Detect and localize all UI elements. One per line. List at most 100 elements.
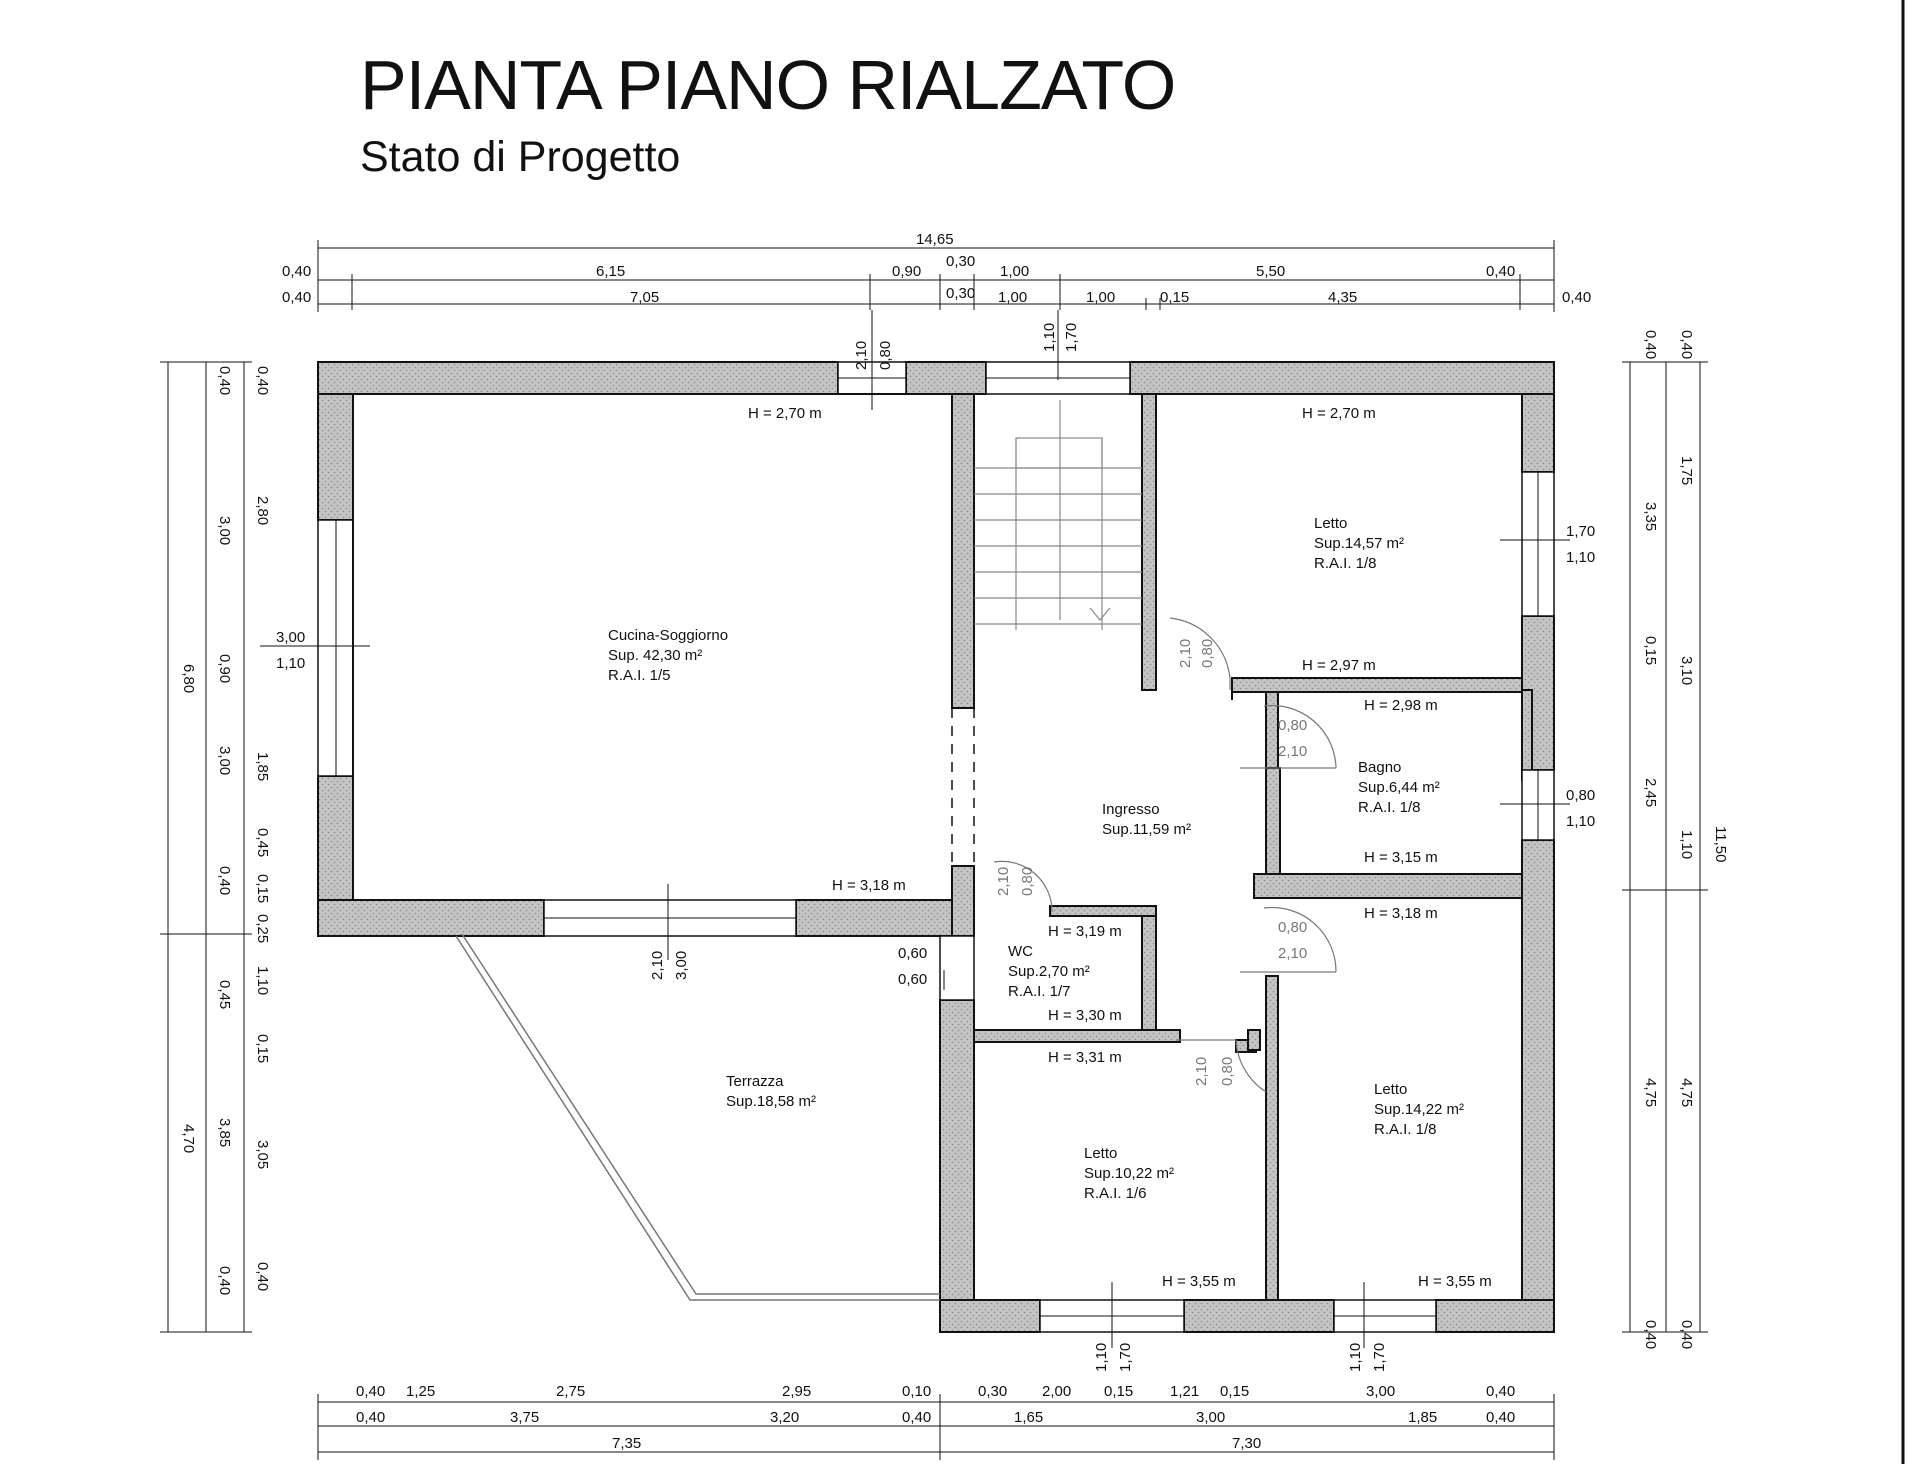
room-rai: R.A.I. 1/6	[1084, 1185, 1147, 1202]
dim-top-1: 0,40	[282, 263, 311, 280]
wall-bagno-left-up	[1265, 691, 1279, 773]
opening-w: 0,80	[1566, 787, 1595, 804]
windows	[317, 361, 1555, 1333]
opening-h: 2,10	[853, 341, 870, 370]
wall-letto-bagno	[1231, 677, 1523, 693]
dim-bottom-3: 7,30	[1232, 1435, 1261, 1452]
opening-labels: 0,80 2,10 1,70 1,10 3,00 1,10 1,70 1,10 …	[276, 323, 1595, 1372]
opening-h: 1,10	[1041, 323, 1058, 352]
wall-top-left	[317, 361, 839, 395]
dim-top-1: 6,15	[596, 263, 625, 280]
wall-right-lower	[1521, 839, 1555, 1333]
dim-top-1: 5,50	[1256, 263, 1285, 280]
window-wc	[939, 935, 975, 1001]
dim-bottom-1: 0,40	[1486, 1383, 1515, 1400]
dim-right-1: 4,75	[1642, 1078, 1659, 1107]
room-labels: Cucina-Soggiorno Sup. 42,30 m² R.A.I. 1/…	[608, 515, 1464, 1202]
dim-left-3: 0,15	[254, 874, 271, 903]
wall-wc-bottom	[973, 1029, 1181, 1043]
height-label: H = 2,70 m	[1302, 405, 1376, 422]
opening-w: 0,80	[1278, 919, 1307, 936]
wall-bottom-row-a	[939, 1299, 1041, 1333]
opening-w: 1,70	[1371, 1343, 1388, 1372]
dim-bottom-2: 3,20	[770, 1409, 799, 1426]
dim-left-2: 3,00	[216, 746, 233, 775]
opening-w: 0,80	[1019, 867, 1036, 896]
dim-right-2: 4,75	[1678, 1078, 1695, 1107]
opening-h: 1,10	[1347, 1343, 1364, 1372]
room-cucina-soggiorno: Cucina-Soggiorno Sup. 42,30 m² R.A.I. 1/…	[608, 627, 728, 684]
height-label: H = 3,15 m	[1364, 849, 1438, 866]
wall-bagno-left-low	[1265, 767, 1281, 875]
dim-left-3: 0,40	[254, 366, 271, 395]
dim-top-1: 1,00	[1000, 263, 1029, 280]
walls	[317, 361, 1555, 1333]
wall-bottom-row-b	[1183, 1299, 1335, 1333]
dim-right-1: 2,45	[1642, 778, 1659, 807]
dim-right-1: 3,35	[1642, 502, 1659, 531]
opening-h: 1,10	[1093, 1343, 1110, 1372]
dimension-lines	[167, 247, 1701, 1453]
wall-left-upper	[317, 393, 354, 521]
height-label: H = 3,30 m	[1048, 1007, 1122, 1024]
wall-bottom-mid	[795, 899, 975, 937]
room-rai: R.A.I. 1/5	[608, 667, 671, 684]
room-letto-3: Letto Sup.14,22 m² R.A.I. 1/8	[1374, 1081, 1464, 1138]
wall-bottom-left	[317, 899, 545, 937]
dim-top-1: 0,40	[1486, 263, 1515, 280]
dim-left-2: 0,40	[216, 1266, 233, 1295]
terrace-edge	[455, 933, 940, 1301]
room-area: Sup.14,22 m²	[1374, 1101, 1464, 1118]
dim-bottom-1: 0,15	[1220, 1383, 1249, 1400]
dim-left-3: 2,80	[254, 496, 271, 525]
plan-subtitle: Stato di Progetto	[360, 133, 681, 181]
opening-w: 3,00	[673, 951, 690, 980]
wall-bottom-left-room	[939, 999, 975, 1333]
dim-right-2: 3,10	[1678, 656, 1695, 685]
dim-bottom-1: 2,00	[1042, 1383, 1071, 1400]
dim-bottom-2: 3,00	[1196, 1409, 1225, 1426]
dim-top-2: 1,00	[998, 289, 1027, 306]
wall-top-mid	[905, 361, 987, 395]
dim-left-2: 0,45	[216, 980, 233, 1009]
dimension-labels: 14,65 0,40 6,15 0,90 0,30 1,00 5,50 0,40…	[180, 231, 1729, 1452]
dim-top-2: 0,15	[1160, 289, 1189, 306]
window-midlines	[335, 377, 1539, 1317]
dim-left-3: 3,05	[254, 1140, 271, 1169]
dim-bottom-1: 0,40	[356, 1383, 385, 1400]
opening-h: 1,10	[1566, 549, 1595, 566]
dim-bottom-3: 7,35	[612, 1435, 641, 1452]
room-letto-2: Letto Sup.10,22 m² R.A.I. 1/6	[1084, 1145, 1174, 1202]
opening-h: 1,10	[276, 655, 305, 672]
room-rai: R.A.I. 1/8	[1358, 799, 1421, 816]
wall-letto2-left	[1265, 975, 1279, 1333]
room-area: Sup.2,70 m²	[1008, 963, 1090, 980]
dimension-ticks	[160, 240, 1708, 1460]
dim-top-2: 7,05	[630, 289, 659, 306]
dim-bottom-2: 0,40	[1486, 1409, 1515, 1426]
room-name: Ingresso	[1102, 801, 1160, 818]
dashed-opening	[951, 708, 975, 866]
room-name: Terrazza	[726, 1073, 784, 1090]
interior-lines	[352, 393, 1522, 900]
dim-right-1: 0,15	[1642, 636, 1659, 665]
dim-left-3: 1,85	[254, 752, 271, 781]
staircase	[974, 400, 1142, 630]
room-terrazza: Terrazza Sup.18,58 m²	[726, 1073, 816, 1110]
wall-wc-top	[1049, 905, 1157, 917]
opening-markers	[260, 310, 1570, 1348]
room-rai: R.A.I. 1/8	[1314, 555, 1377, 572]
dim-bottom-1: 3,00	[1366, 1383, 1395, 1400]
dim-bottom-2: 3,75	[510, 1409, 539, 1426]
wall-bagno-right	[1521, 689, 1533, 781]
dim-bottom-1: 0,10	[902, 1383, 931, 1400]
wall-stair-left	[951, 393, 975, 709]
dim-left-3: 0,45	[254, 828, 271, 857]
dim-top-2: 0,40	[282, 289, 311, 306]
room-rai: R.A.I. 1/8	[1374, 1121, 1437, 1138]
room-name: Letto	[1084, 1145, 1117, 1162]
dim-right-2: 0,40	[1678, 330, 1695, 359]
opening-w: 1,70	[1063, 323, 1080, 352]
title-block: PIANTA PIANO RIALZATO Stato di Progetto	[360, 40, 1176, 184]
